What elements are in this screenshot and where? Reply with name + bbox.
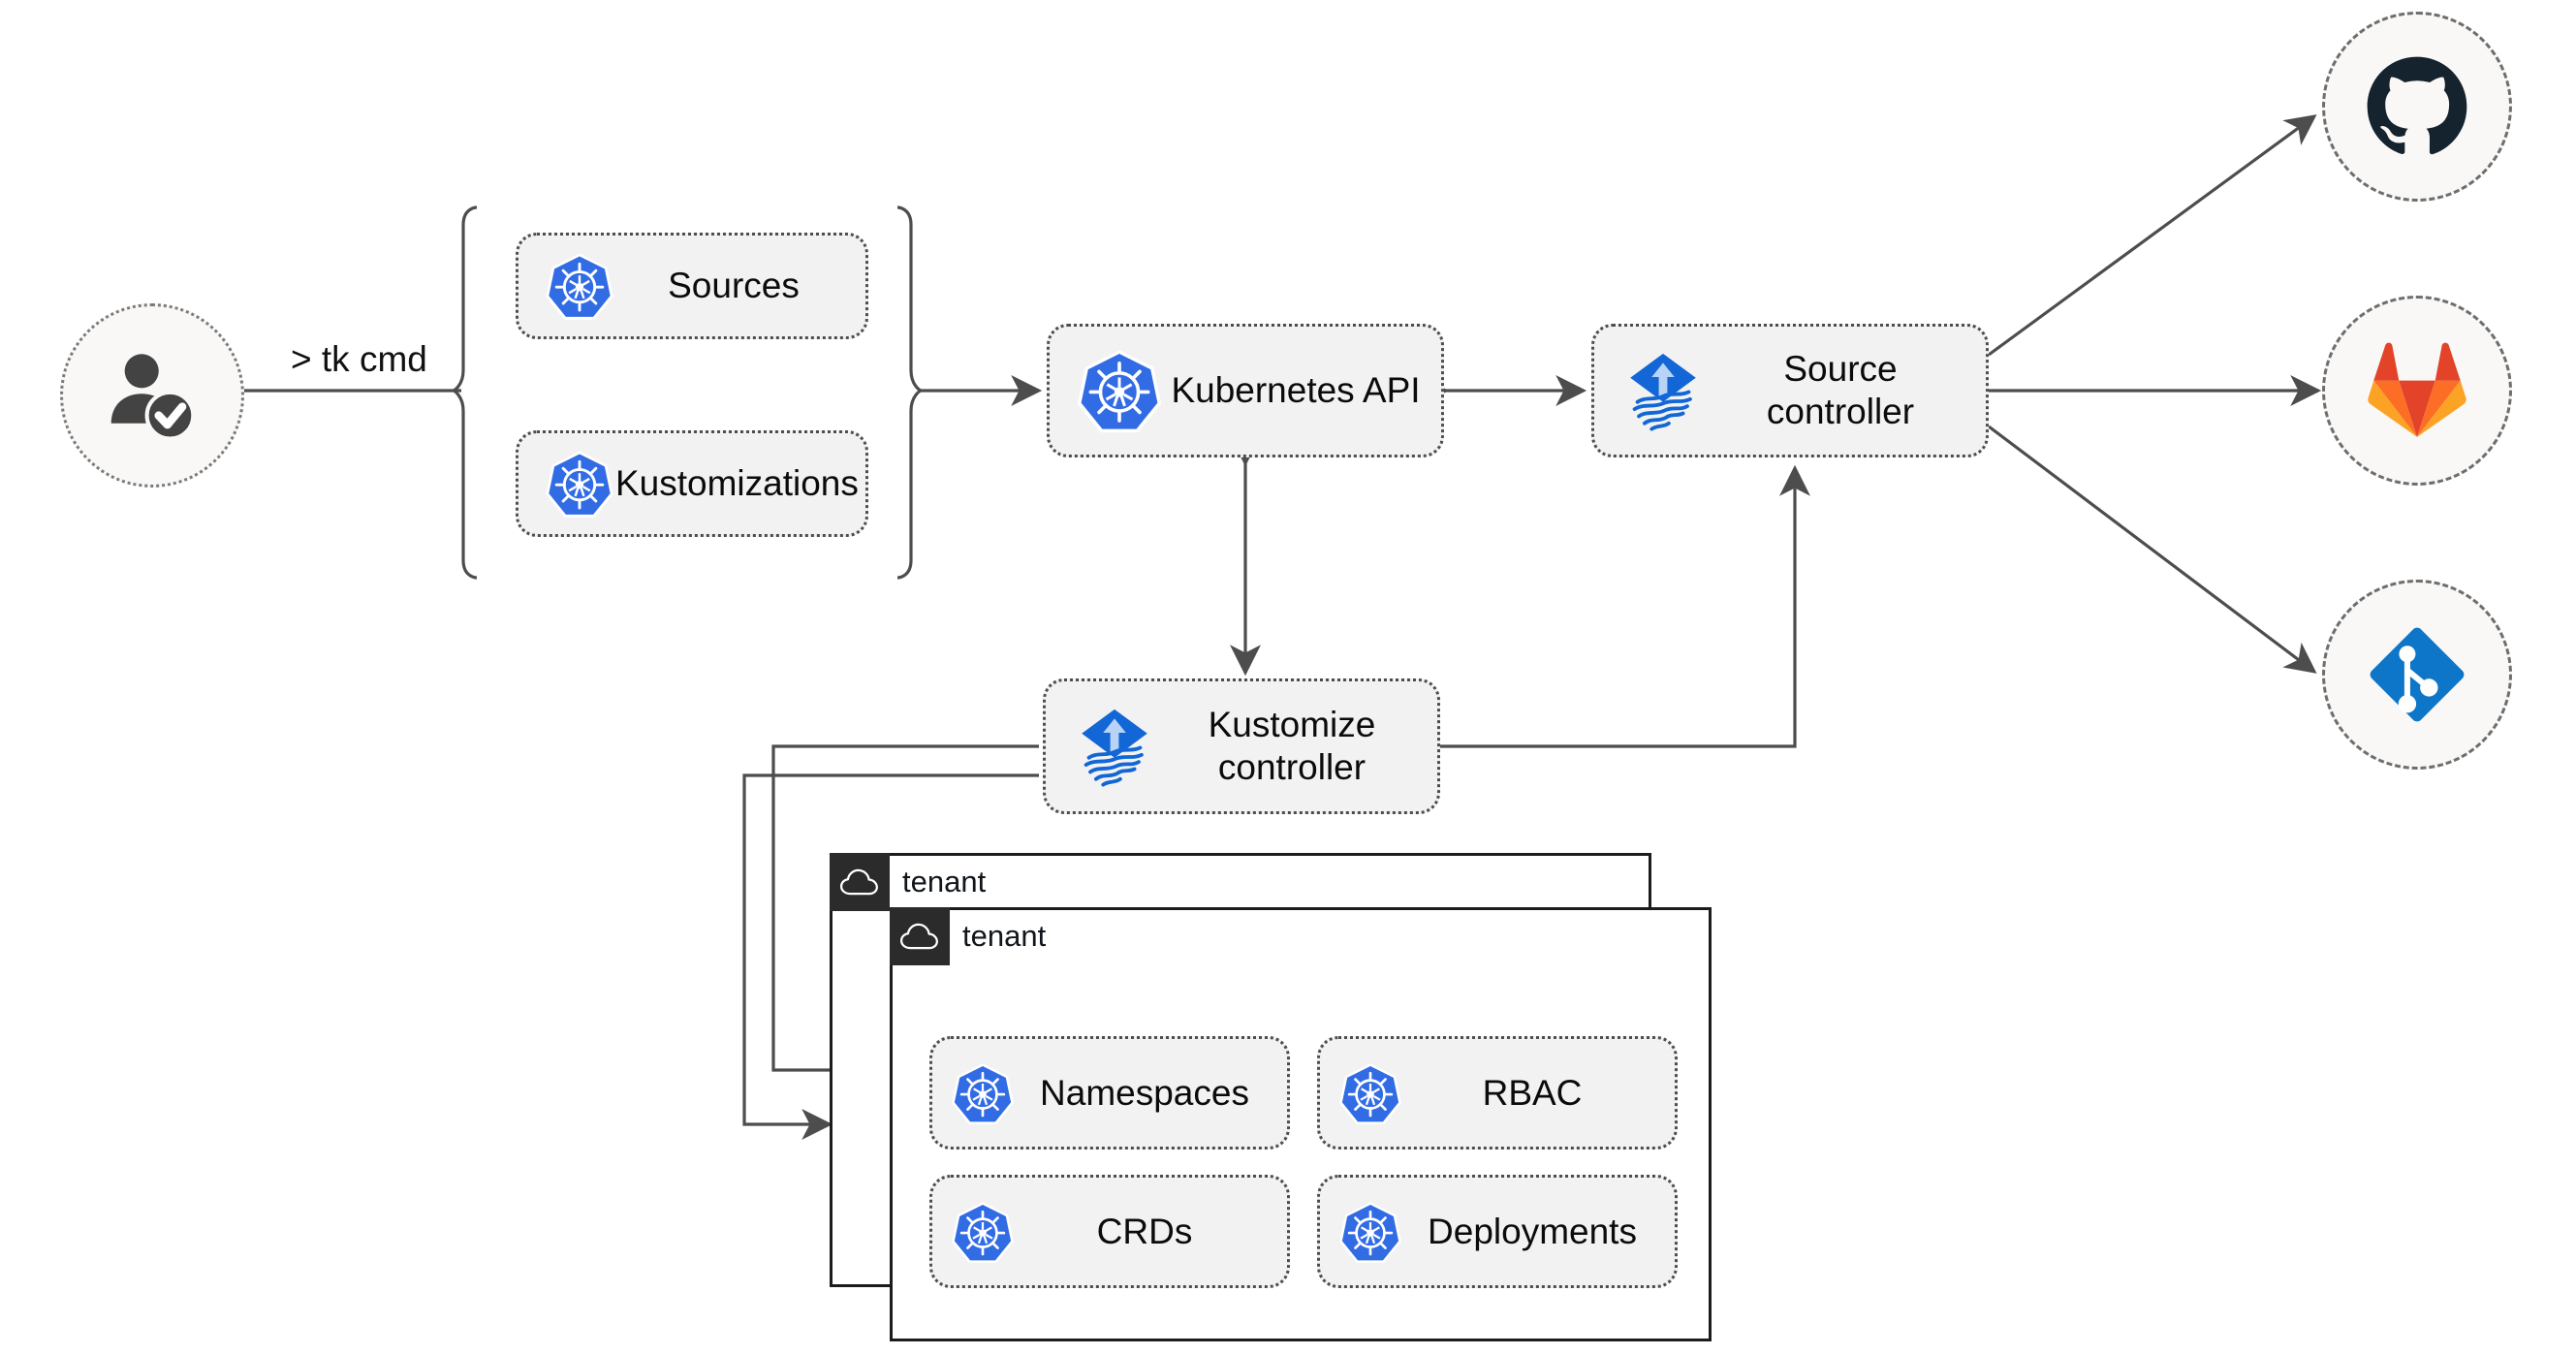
node-sources[interactable]: Sources <box>516 233 868 339</box>
node-label: Kustomize controller <box>1208 705 1376 787</box>
node-label: Source controller <box>1766 349 1915 431</box>
provider-github[interactable] <box>2322 12 2512 202</box>
flux-icon <box>1069 701 1160 792</box>
kubernetes-icon <box>1337 1060 1403 1126</box>
node-kubernetes-api[interactable]: Kubernetes API <box>1047 324 1444 457</box>
tenant-label: tenant <box>962 919 1047 953</box>
edge-kustomize-to-source <box>1440 464 1810 748</box>
tenant-label: tenant <box>902 865 987 898</box>
provider-gitlab[interactable] <box>2322 296 2512 486</box>
brace-left <box>450 205 478 580</box>
edge-source-to-github <box>1988 114 2317 357</box>
node-label: Kubernetes API <box>1171 370 1421 411</box>
edge-source-to-git <box>1988 425 2317 674</box>
tenant-cluster-inner[interactable]: tenant <box>890 907 1712 1341</box>
gitlab-icon <box>2367 342 2467 439</box>
node-label: RBAC <box>1482 1072 1583 1113</box>
cloud-icon <box>830 853 890 911</box>
node-crds[interactable]: CRDs <box>929 1175 1290 1288</box>
kubernetes-icon <box>1337 1199 1403 1265</box>
kubernetes-icon <box>950 1060 1016 1126</box>
kubernetes-icon <box>950 1199 1016 1265</box>
brace-right <box>896 205 925 580</box>
node-label: Sources <box>668 266 800 306</box>
node-label: Kustomizations <box>615 463 859 504</box>
command-label: > tk cmd <box>291 339 427 379</box>
kubernetes-icon <box>1075 346 1164 435</box>
user-verified-icon <box>100 343 204 448</box>
tenant-resource-grid: Namespaces <box>929 1036 1678 1288</box>
actor-user[interactable] <box>60 303 244 488</box>
provider-git[interactable] <box>2322 580 2512 770</box>
git-icon <box>2363 620 2471 729</box>
node-kustomize-controller[interactable]: Kustomize controller <box>1043 678 1440 814</box>
node-label: Deployments <box>1428 1211 1637 1251</box>
github-icon <box>2364 53 2470 160</box>
node-kustomizations[interactable]: Kustomizations <box>516 430 868 537</box>
node-source-controller[interactable]: Source controller <box>1591 324 1989 457</box>
cloud-icon <box>890 907 950 965</box>
kubernetes-icon <box>544 250 615 322</box>
node-namespaces[interactable]: Namespaces <box>929 1036 1290 1150</box>
flux-icon <box>1618 345 1709 436</box>
kubernetes-icon <box>544 448 615 520</box>
edge-kustomize-to-tenant-2 <box>742 773 1039 1140</box>
node-rbac[interactable]: RBAC <box>1317 1036 1678 1150</box>
node-label: CRDs <box>1096 1211 1193 1251</box>
node-label: Namespaces <box>1040 1072 1249 1113</box>
node-deployments[interactable]: Deployments <box>1317 1175 1678 1288</box>
